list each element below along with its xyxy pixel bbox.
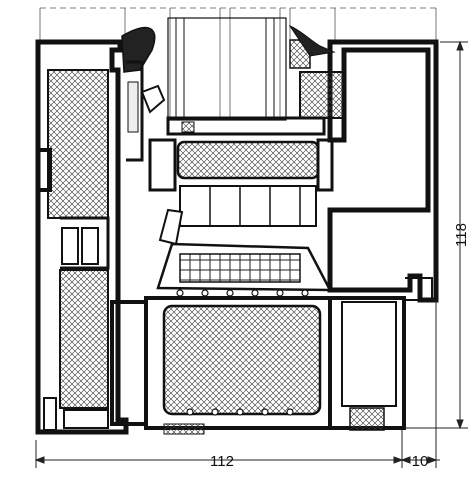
upper-glazing	[121, 17, 326, 162]
dimension-width-overall: 112	[210, 453, 234, 470]
middle-insulated-unit	[148, 138, 334, 227]
top-guide-lines	[39, 7, 440, 120]
lower-sash	[110, 289, 406, 435]
horizontal-dimension	[34, 300, 440, 468]
thermal-break	[156, 208, 333, 292]
dimension-height: 118	[453, 223, 470, 247]
dimension-width-extra: 10	[412, 453, 429, 470]
vertical-dimension	[404, 40, 468, 430]
outer-frame-left	[35, 39, 129, 435]
